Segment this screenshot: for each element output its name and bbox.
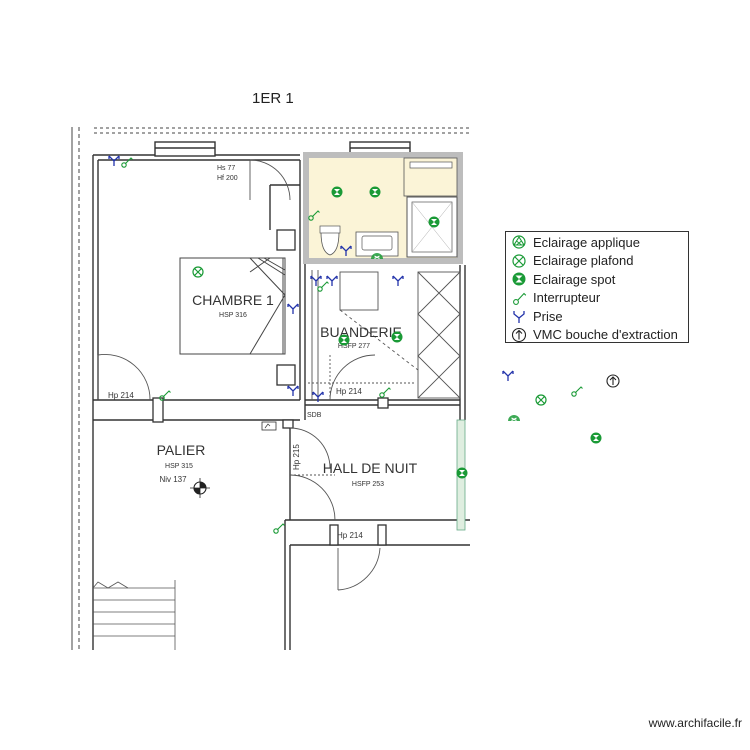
room-buanderie-hsp: HSFP 277 [338, 343, 370, 350]
legend-label-spot: Eclairage spot [533, 271, 616, 287]
spot-icon [512, 272, 526, 286]
plafond-icon[interactable] [535, 394, 547, 406]
room-buanderie-name: BUANDERIE [320, 324, 402, 340]
spot-icon[interactable] [331, 186, 343, 198]
footer-credit[interactable]: www.archifacile.fr [648, 716, 742, 730]
hp-chambre-label: Hp 214 [108, 391, 134, 400]
room-palier-name: PALIER [157, 442, 206, 458]
prise-icon[interactable] [326, 275, 338, 287]
room-hall-name: HALL DE NUIT [323, 460, 418, 476]
interrupteur-icon[interactable] [571, 386, 584, 397]
applique-icon[interactable] [507, 414, 521, 422]
level-marker-icon [190, 478, 210, 498]
legend-item-plafond: Eclairage plafond [510, 252, 688, 271]
prise-icon[interactable] [108, 155, 120, 167]
interrupteur-icon[interactable] [273, 523, 286, 534]
stairs [92, 580, 176, 650]
room-chambre-name: CHAMBRE 1 [192, 292, 274, 308]
doors [97, 159, 381, 591]
hs-label: Hs 77 [217, 165, 235, 172]
plafond-icon [512, 254, 526, 268]
prise-icon[interactable] [392, 275, 404, 287]
spot-icon[interactable] [338, 334, 350, 346]
spot-icon[interactable] [456, 467, 468, 479]
room-hall-hsp: HSFP 253 [352, 481, 384, 488]
legend-label-prise: Prise [533, 308, 563, 324]
buanderie-furniture [308, 270, 461, 400]
prise-icon[interactable] [310, 275, 322, 287]
interrupteur-icon[interactable] [317, 281, 330, 292]
plan-title: 1ER 1 [252, 90, 294, 107]
applique-icon [512, 235, 526, 249]
room-palier-niv: Niv 137 [159, 475, 187, 484]
hp-vertical-label: Hp 215 [292, 444, 301, 470]
vmc-icon[interactable] [606, 374, 620, 388]
legend-item-prise: Prise [510, 307, 688, 326]
bathroom [303, 152, 463, 264]
interrupteur-icon[interactable] [379, 387, 392, 398]
hp-buanderie-label: Hp 214 [336, 387, 362, 396]
legend-label-applique: Eclairage applique [533, 234, 640, 250]
legend-item-interrupteur: Interrupteur [510, 289, 688, 308]
room-chambre-hsp: HSP 316 [219, 312, 247, 319]
prise-icon [513, 311, 525, 324]
hp-bottom-label: Hp 214 [337, 531, 363, 540]
legend-item-spot: Eclairage spot [510, 270, 688, 289]
vmc-icon [511, 327, 527, 342]
legend-label-vmc: VMC bouche d'extraction [533, 327, 678, 343]
legend-label-interrupteur: Interrupteur [533, 290, 601, 306]
prise-icon[interactable] [287, 385, 299, 397]
legend-item-applique: Eclairage applique [510, 233, 688, 252]
room-palier-hsp: HSP 315 [165, 463, 193, 470]
prise-icon[interactable] [502, 370, 514, 382]
legend: Eclairage applique Eclairage plafond Ecl… [505, 231, 689, 343]
spot-icon[interactable] [369, 186, 381, 198]
spot-icon[interactable] [391, 331, 403, 343]
prise-icon[interactable] [287, 303, 299, 315]
spot-icon[interactable] [590, 432, 602, 444]
interrupteur-icon [513, 292, 527, 305]
hf-label: Hf 200 [217, 175, 238, 182]
sdb-label: SDB [307, 412, 322, 419]
legend-label-plafond: Eclairage plafond [533, 253, 634, 269]
legend-item-vmc: VMC bouche d'extraction [510, 326, 688, 345]
bed [179, 257, 286, 355]
spot-icon[interactable] [428, 216, 440, 228]
